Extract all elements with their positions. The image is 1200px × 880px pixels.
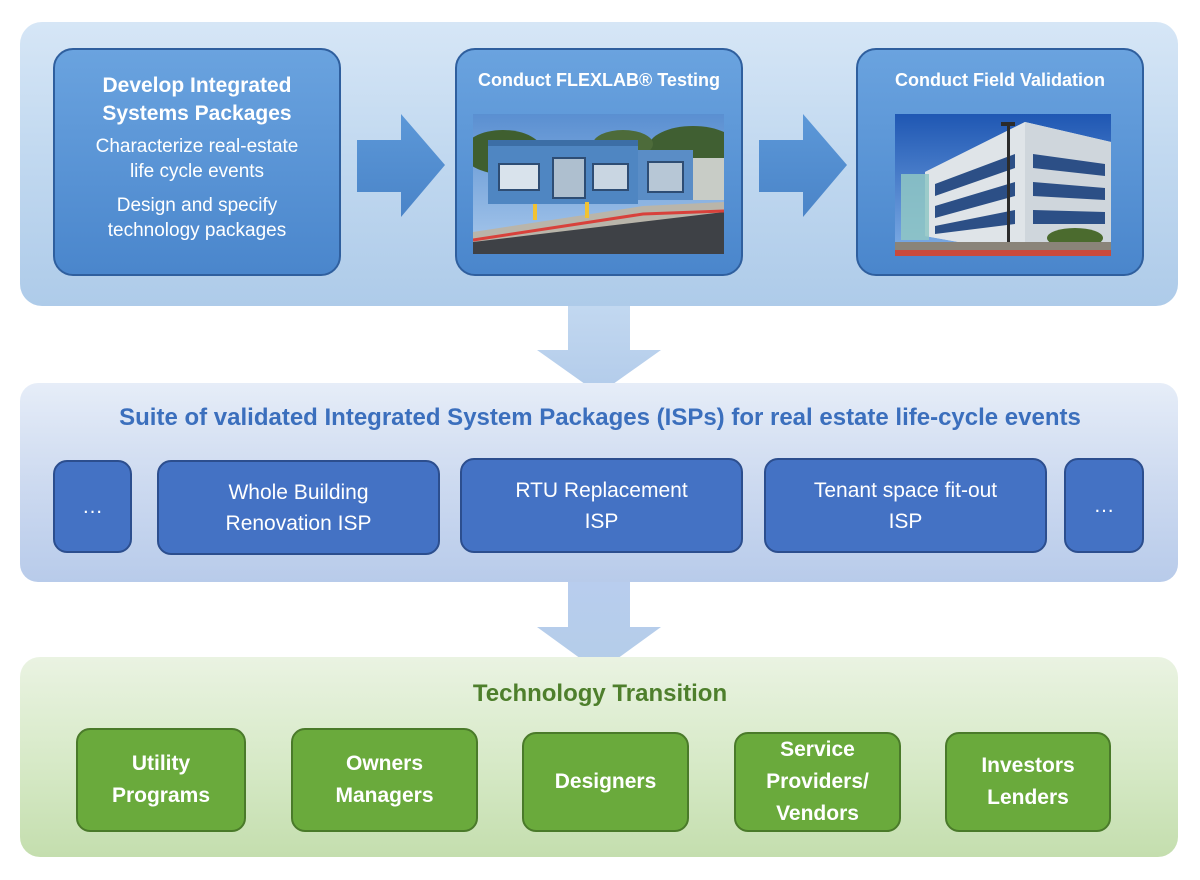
stakeholder-label-line-2: Lenders [987,786,1069,809]
isp-item-label-line-1: Tenant space fit-out [813,478,998,502]
stakeholder-utility-programs: Utility Programs [76,728,246,832]
stakeholder-label-line-2: Managers [335,784,434,807]
isp-item-rtu-replacement: RTU Replacement ISP [460,458,743,553]
develop-title-line-2: Systems Packages [102,102,292,125]
develop-packages-box: Develop Integrated Systems Packages Char… [53,48,341,276]
isp-item-label: … [82,495,103,518]
stakeholder-label-line-3: Vendors [776,802,859,825]
office-building-photo [895,114,1111,256]
down-arrow-2 [537,582,661,672]
isp-item-label-line-2: ISP [888,509,923,533]
develop-text-line-3: Design and specify [116,195,278,216]
develop-text-line-1: Characterize real-estate [95,136,299,157]
isp-item-label-line-2: ISP [584,509,619,533]
stakeholder-owners-managers: Owners Managers [291,728,478,832]
isp-item-tenant-fit-out: Tenant space fit-out ISP [764,458,1047,553]
stakeholder-investors-lenders: Investors Lenders [945,732,1111,832]
stakeholder-label-line-1: Designers [554,770,657,793]
isp-item-label: … [1093,494,1115,517]
down-arrow-1 [537,306,661,394]
stakeholder-label-line-1: Investors [981,754,1075,777]
right-arrow-2 [759,114,847,217]
isp-item-label-line-1: Whole Building [228,480,369,504]
flexlab-title: Conduct FLEXLAB® Testing [478,70,720,90]
flexlab-building-photo [473,114,724,254]
develop-text-line-2: life cycle events [129,161,265,182]
stakeholder-label-line-1: Owners [345,752,424,775]
technology-transition-title: Technology Transition [472,680,728,707]
isp-item-whole-building: Whole Building Renovation ISP [157,460,440,555]
stakeholder-service-providers-vendors: Service Providers/ Vendors [734,732,901,832]
isp-item-label-line-2: Renovation ISP [225,511,372,535]
develop-text-line-4: technology packages [107,220,287,241]
stakeholder-label-line-1: Service [780,738,855,761]
stakeholder-designers: Designers [522,732,689,832]
isp-suite-title: Suite of validated Integrated System Pac… [119,404,1081,431]
isp-item-label-line-1: RTU Replacement [515,478,688,502]
stakeholder-label-line-2: Providers/ [766,770,869,793]
isp-item-ellipsis-right: … [1064,458,1144,553]
stakeholder-label-line-1: Utility [131,752,191,775]
stakeholder-label-line-2: Programs [111,784,211,807]
right-arrow-1 [357,114,445,217]
isp-item-ellipsis-left: … [53,460,132,553]
develop-title-line-1: Develop Integrated [102,74,292,97]
field-validation-title: Conduct Field Validation [894,70,1105,90]
